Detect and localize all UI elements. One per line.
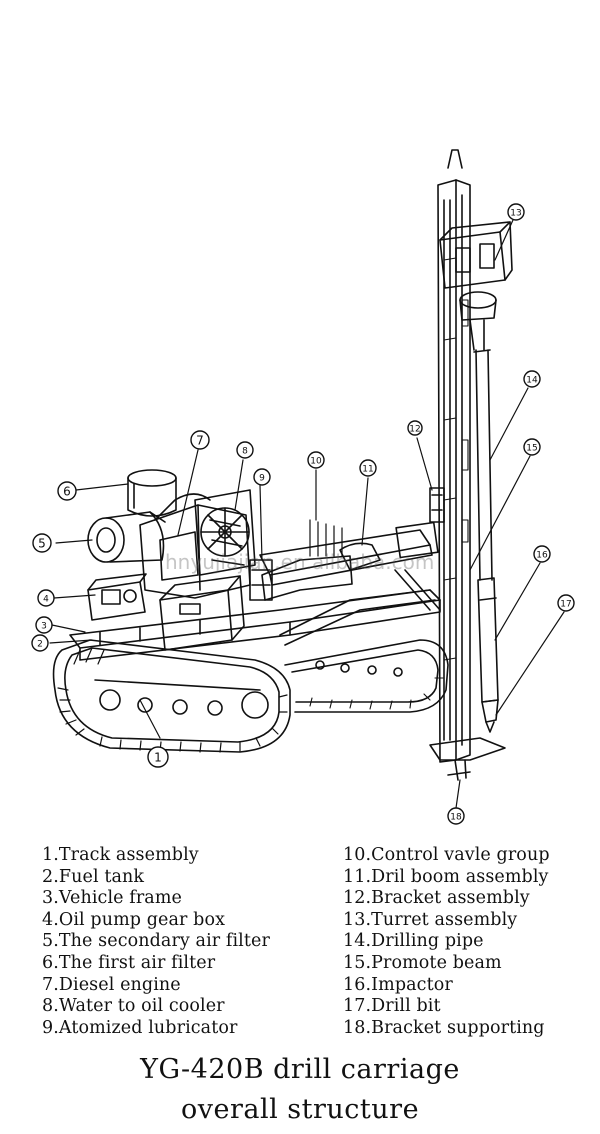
callout-number: 18 [450, 813, 462, 823]
legend-column-right: 10.Control vavle group 11.Dril boom asse… [343, 845, 600, 1039]
caption-line-1: YG-420B drill carriage [140, 1054, 460, 1085]
oil-pump-gearbox-drawing [87, 573, 147, 621]
callout-circle [507, 203, 525, 221]
bracket-supporting-drawing [429, 737, 506, 781]
callout-circle [37, 589, 55, 607]
callout-number: 5 [38, 537, 46, 551]
legend-item: 18.Bracket supporting [343, 1017, 545, 1038]
callout-number: 17 [560, 600, 571, 610]
callout-circle [523, 370, 541, 388]
callout-12: 12 [407, 420, 423, 436]
callout-number: 16 [536, 551, 548, 561]
legend-item: 1.Track assembly [42, 845, 199, 865]
drill-boom-assembly-drawing [259, 521, 441, 646]
legend-item: 12.Bracket assembly [343, 888, 530, 909]
callout-circle [407, 420, 423, 436]
callout-11: 11 [359, 459, 377, 477]
legend-item: 14.Drilling pipe [343, 931, 484, 952]
callout-circle [32, 533, 52, 553]
callout-circle [190, 430, 210, 450]
callout-13: 13 [507, 203, 525, 221]
callout-10: 10 [307, 451, 325, 469]
legend-item: 15.Promote beam [343, 952, 502, 973]
callout-7: 7 [190, 430, 210, 450]
callout-15: 15 [523, 438, 541, 456]
callout-5: 5 [32, 533, 52, 553]
callout-circle [359, 459, 377, 477]
legend-item: 5.The secondary air filter [42, 931, 270, 952]
callout-circle [447, 807, 465, 825]
legend-item: 8.Water to oil cooler [42, 996, 225, 1017]
callout-17: 17 [557, 594, 575, 612]
callout-number: 15 [526, 444, 537, 454]
callout-circle [147, 746, 169, 768]
drilling-pipe-drawing [473, 349, 493, 581]
watermark: hnyujiajian.en.alibaba.com [165, 550, 435, 574]
legend-item: 9.Atomized lubricator [42, 1017, 238, 1038]
legend-item: 17.Drill bit [343, 996, 441, 1017]
callout-number: 10 [310, 457, 322, 467]
legend-column-left: 1.Track assembly 2.Fuel tank 3.Vehicle f… [42, 845, 312, 1039]
callout-number: 1 [154, 751, 162, 765]
callout-number: 13 [510, 209, 521, 219]
legend-item: 11.Dril boom assembly [343, 866, 549, 887]
callout-circle [236, 441, 254, 459]
legend-item: 13.Turret assembly [343, 909, 518, 930]
legend-item: 6.The first air filter [42, 952, 216, 973]
callout-1: 1 [147, 746, 169, 768]
bracket-assembly-drawing [429, 487, 445, 523]
legend-item: 2.Fuel tank [42, 866, 145, 887]
fuel-tank-drawing [159, 575, 245, 651]
drill-bit-drawing [481, 699, 499, 733]
water-oil-cooler-drawing [194, 489, 256, 576]
callout-circle [35, 616, 53, 634]
callout-circle [307, 451, 325, 469]
callout-number: 4 [43, 595, 49, 605]
callout-number: 2 [37, 640, 43, 650]
callout-4: 4 [37, 589, 55, 607]
callout-18: 18 [447, 807, 465, 825]
callout-circle [57, 481, 77, 501]
callout-number: 7 [196, 434, 204, 448]
callout-number: 6 [63, 485, 71, 499]
callout-number: 12 [409, 425, 420, 435]
turret-assembly-drawing [439, 149, 513, 351]
legend-item: 4.Oil pump gear box [42, 909, 226, 930]
parts-legend: 1.Track assembly 2.Fuel tank 3.Vehicle f… [0, 845, 600, 1045]
first-air-filter-drawing [127, 469, 177, 517]
secondary-air-filter-drawing [87, 511, 166, 563]
caption-line-2: overall structure [180, 1094, 420, 1125]
track-assembly-drawing [52, 639, 449, 753]
callout-circle [523, 438, 541, 456]
callout-circle [31, 634, 49, 652]
callout-16: 16 [533, 545, 551, 563]
callout-number: 8 [242, 447, 248, 457]
callout-8: 8 [236, 441, 254, 459]
callout-number: 14 [526, 376, 538, 386]
callout-number: 9 [259, 474, 265, 484]
callout-circle [253, 468, 271, 486]
callout-6: 6 [57, 481, 77, 501]
legend-item: 7.Diesel engine [42, 974, 181, 995]
callout-circle [533, 545, 551, 563]
callout-2: 2 [31, 634, 49, 652]
callout-number: 11 [362, 465, 373, 475]
callout-number: 3 [41, 622, 47, 632]
leader-lines [49, 219, 565, 809]
legend-item: 10.Control vavle group [343, 845, 550, 865]
callout-14: 14 [523, 370, 541, 388]
legend-item: 16.Impactor [343, 974, 453, 995]
diagram-caption: YG-420B drill carriage overall structure [0, 1050, 600, 1130]
callout-9: 9 [253, 468, 271, 486]
callout-circle [557, 594, 575, 612]
callout-3: 3 [35, 616, 53, 634]
legend-item: 3.Vehicle frame [42, 888, 182, 909]
